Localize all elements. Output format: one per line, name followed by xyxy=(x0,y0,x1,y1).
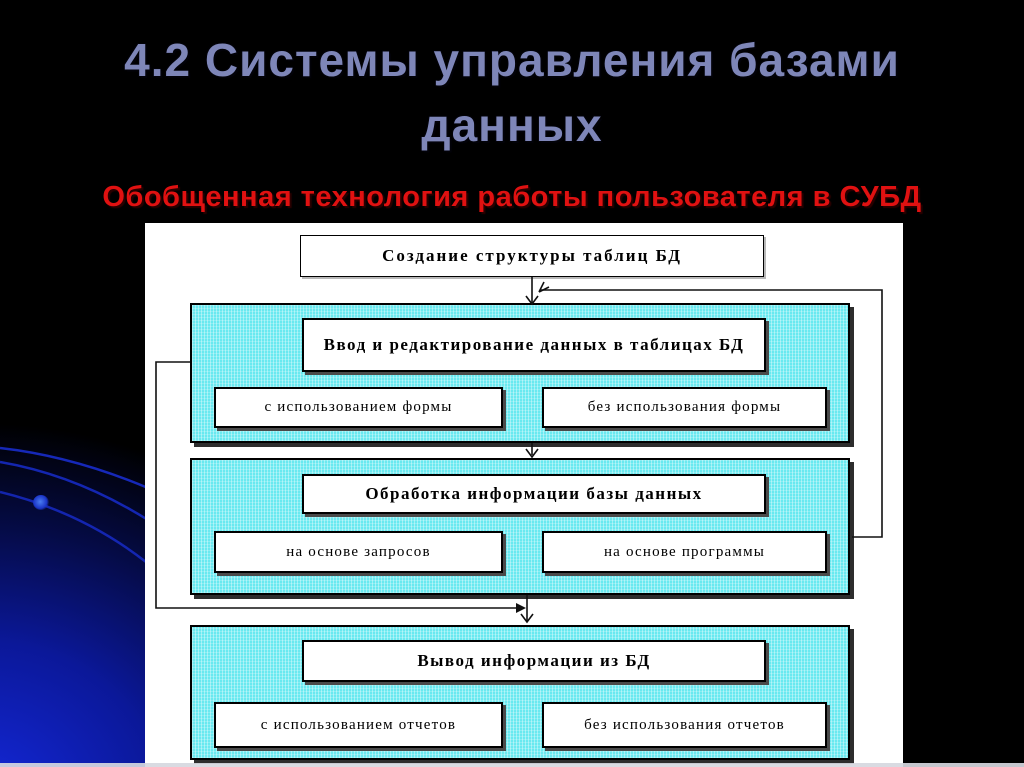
node-with-form-label: с использованием формы xyxy=(264,399,453,415)
slide-subtitle: Обобщенная технология работы пользовател… xyxy=(102,181,922,213)
node-without-reports: без использования отчетов xyxy=(542,702,827,748)
background-arc-lines xyxy=(0,446,149,563)
node-create-table-structure: Создание структуры таблиц БД xyxy=(300,235,764,277)
title-line-2: данных xyxy=(421,99,603,151)
node-with-reports: с использованием отчетов xyxy=(214,702,503,748)
node-output-label: Вывод информации из БД xyxy=(417,650,651,670)
node-query-based: на основе запросов xyxy=(214,531,503,573)
title-line-1: 4.2 Системы управления базами xyxy=(124,34,900,86)
page-title: 4.2 Системы управления базами данных xyxy=(0,28,1024,158)
node-processing-header: Обработка информации базы данных xyxy=(302,474,766,514)
node-input-editing-header: Ввод и редактирование данных в таблицах … xyxy=(302,318,766,372)
group-data-output: Вывод информации из БД с использованием … xyxy=(190,625,850,760)
background-glow-dot xyxy=(33,495,49,510)
node-without-reports-label: без использования отчетов xyxy=(584,716,785,733)
node-query-based-label: на основе запросов xyxy=(286,543,431,560)
group-input-and-editing: Ввод и редактирование данных в таблицах … xyxy=(190,303,850,443)
bottom-edge-strip xyxy=(0,763,1024,767)
node-program-based-label: на основе программы xyxy=(603,543,766,560)
node-without-form-label: без использования формы xyxy=(587,399,782,415)
node-with-form: с использованием формы xyxy=(214,387,503,428)
node-without-form: без использования формы xyxy=(542,387,827,428)
node-processing-label: Обработка информации базы данных xyxy=(365,483,703,503)
group-data-processing: Обработка информации базы данных на осно… xyxy=(190,458,850,595)
node-program-based: на основе программы xyxy=(542,531,827,573)
node-with-reports-label: с использованием отчетов xyxy=(260,716,457,733)
node-create-table-structure-label: Создание структуры таблиц БД xyxy=(382,246,682,265)
flowchart-panel: Создание структуры таблиц БД Ввод и реда… xyxy=(145,223,903,767)
node-output-header: Вывод информации из БД xyxy=(302,640,766,682)
node-input-editing-label: Ввод и редактирование данных в таблицах … xyxy=(323,334,745,354)
